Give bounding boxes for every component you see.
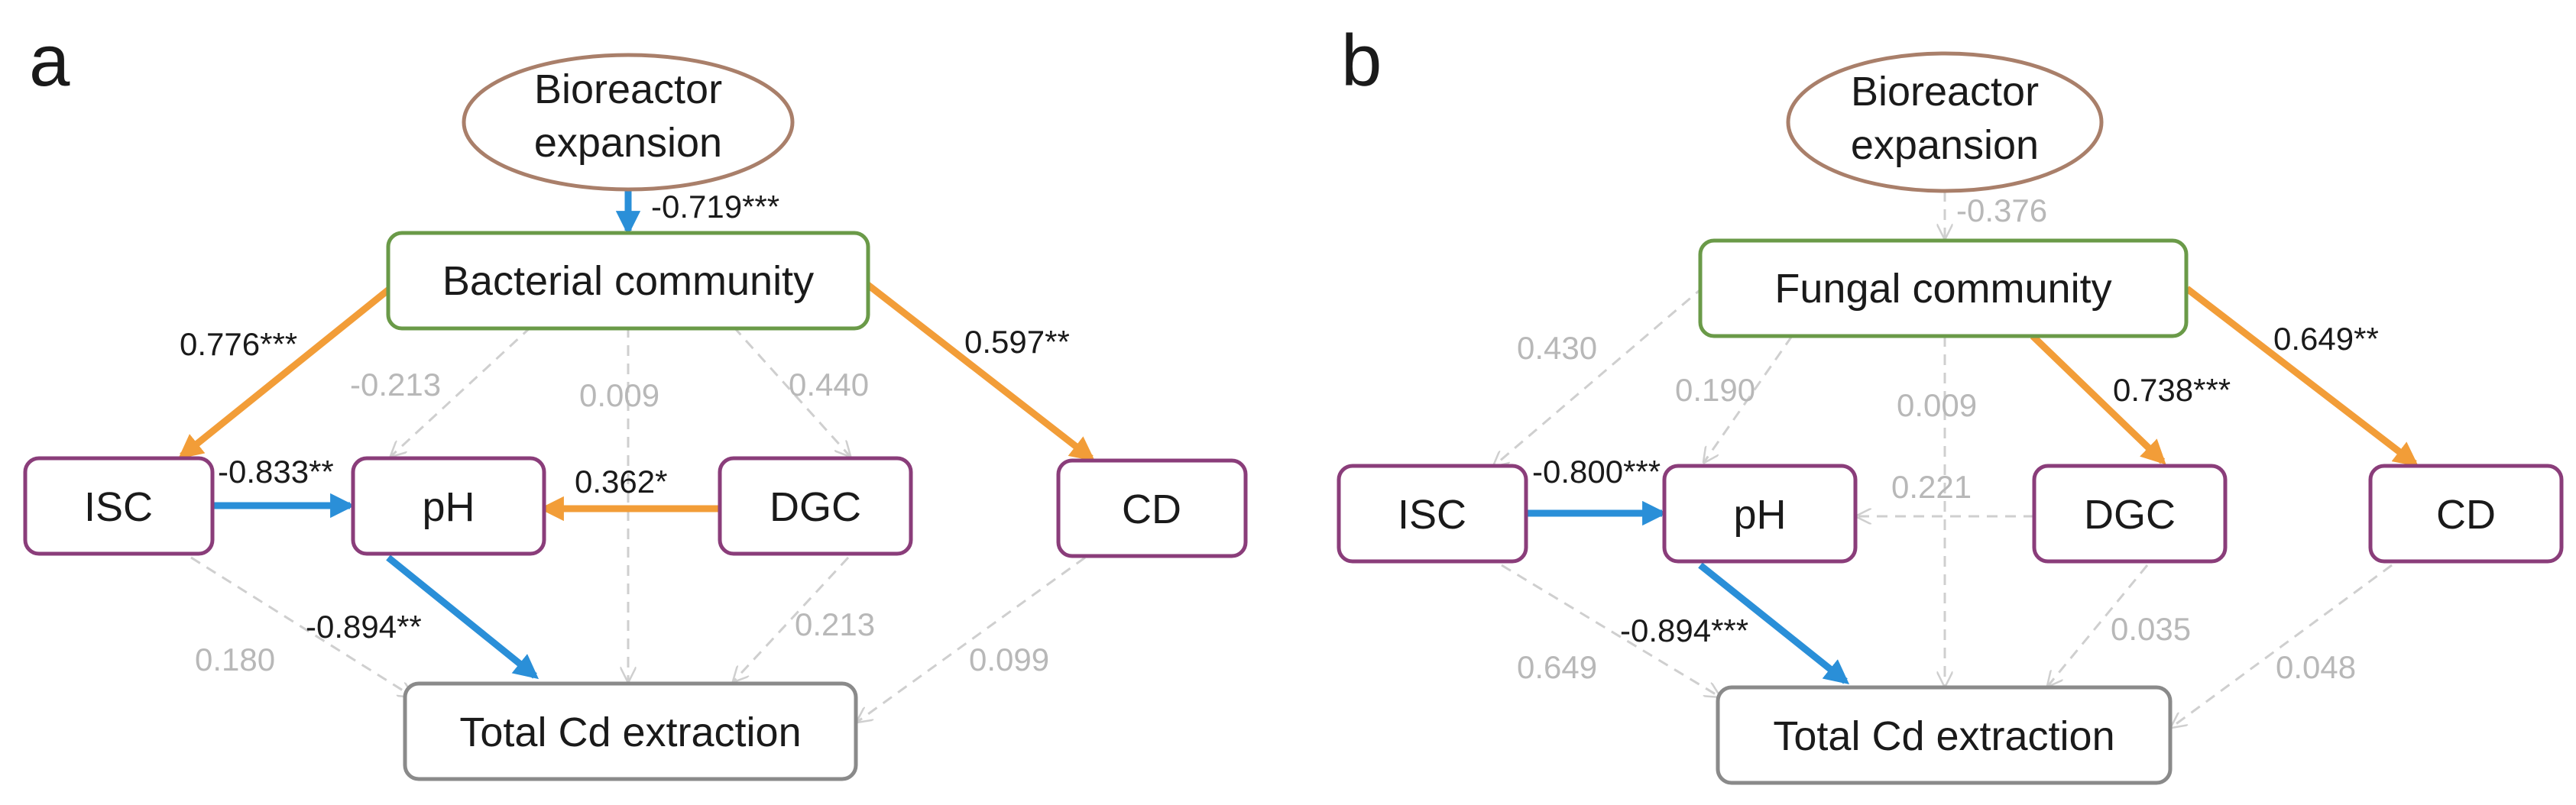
path-community-cd [863,280,1096,461]
panel-a: a -0.719*** 0.776*** -0.213 0.009 0.440 … [23,20,1248,781]
coef-community-ph: -0.213 [350,367,441,402]
node-label: Bioreactor [1851,69,2039,115]
coef-isc-ph: -0.833** [218,454,334,490]
coefficients: -0.376 0.430 0.190 0.009 0.738*** 0.649*… [1517,192,2379,685]
node-label: pH [422,484,475,530]
path-dgc-total [734,556,850,681]
node-label: expansion [534,120,722,166]
coef-expansion-community: -0.719*** [651,189,779,225]
coef-dgc-ph: 0.221 [1891,469,1972,505]
node-label: CD [1122,487,1181,532]
node-label: DGC [770,484,861,530]
path-cd-total [857,556,1086,722]
node-cd: CD [1056,458,1248,558]
path-ph-total [1698,562,1850,685]
nodes: Bioreactor expansion Fungal community IS… [1337,51,2564,785]
node-total-cd-extraction: Total Cd extraction [1716,685,2173,785]
coef-community-total: 0.009 [579,377,659,413]
coef-community-dgc: 0.738*** [2113,372,2231,408]
path-ph-total [386,554,540,680]
path-community-dgc [2030,333,2166,465]
node-label: CD [2436,492,2496,538]
coef-dgc-ph: 0.362* [575,464,667,499]
node-label: Bioreactor [534,66,722,112]
node-label: Fungal community [1774,266,2111,312]
coef-ph-total: -0.894** [306,609,422,645]
coef-isc-total: 0.649 [1517,649,1597,685]
path-dgc-total [2048,564,2149,686]
node-label: DGC [2084,492,2176,538]
coef-cd-total: 0.048 [2276,649,2356,685]
coef-community-dgc: 0.440 [789,367,869,402]
coef-community-isc: 0.430 [1517,330,1597,366]
node-label: expansion [1851,122,2039,168]
node-community: Bacterial community [386,231,870,331]
node-label: Bacterial community [442,258,814,304]
coef-community-isc: 0.776*** [180,326,297,362]
path-community-ph [1704,335,1793,462]
coef-community-total: 0.009 [1897,387,1977,423]
node-dgc: DGC [2032,464,2228,564]
coef-isc-total: 0.180 [195,642,275,677]
coef-community-cd: 0.597** [964,324,1070,360]
coef-community-ph: 0.190 [1675,372,1755,408]
node-isc: ISC [23,456,215,556]
node-label: pH [1733,492,1786,538]
node-label: ISC [1398,492,1466,538]
path-isc-total [1501,564,1719,697]
node-label: Total Cd extraction [459,710,801,755]
coef-expansion-community: -0.376 [1956,192,2047,228]
coef-isc-ph: -0.800*** [1532,454,1661,490]
path-community-isc [1494,285,1705,466]
node-community: Fungal community [1698,238,2189,338]
coef-community-cd: 0.649** [2273,321,2379,357]
panel-b: b -0.376 0.430 0.190 0.009 0.738*** 0.64… [1337,20,2564,785]
coef-cd-total: 0.099 [969,642,1049,677]
edges [1494,191,2419,727]
edges [177,186,1096,722]
path-community-isc [177,280,400,460]
path-community-cd [2185,286,2419,467]
node-cd: CD [2368,464,2564,564]
node-dgc: DGC [718,456,913,556]
coefficients: -0.719*** 0.776*** -0.213 0.009 0.440 0.… [180,189,1070,677]
panel-letter: b [1341,20,1382,102]
node-bioreactor-expansion: Bioreactor expansion [1786,51,2104,193]
node-ph: pH [351,456,546,556]
node-label: ISC [84,484,153,530]
panel-letter: a [29,20,70,102]
path-isc-total [190,556,413,697]
node-total-cd-extraction: Total Cd extraction [403,681,858,781]
nodes: Bioreactor expansion Bacterial community… [23,53,1248,781]
path-community-ph [391,325,533,456]
path-community-dgc [732,325,850,456]
node-label: Total Cd extraction [1773,713,2114,759]
path-cd-total [2172,564,2393,727]
coef-dgc-total: 0.213 [795,606,875,642]
node-bioreactor-expansion: Bioreactor expansion [462,53,795,192]
node-ph: pH [1662,464,1858,564]
node-isc: ISC [1337,464,1528,564]
coef-dgc-total: 0.035 [2111,611,2191,647]
coef-ph-total: -0.894*** [1620,613,1748,648]
